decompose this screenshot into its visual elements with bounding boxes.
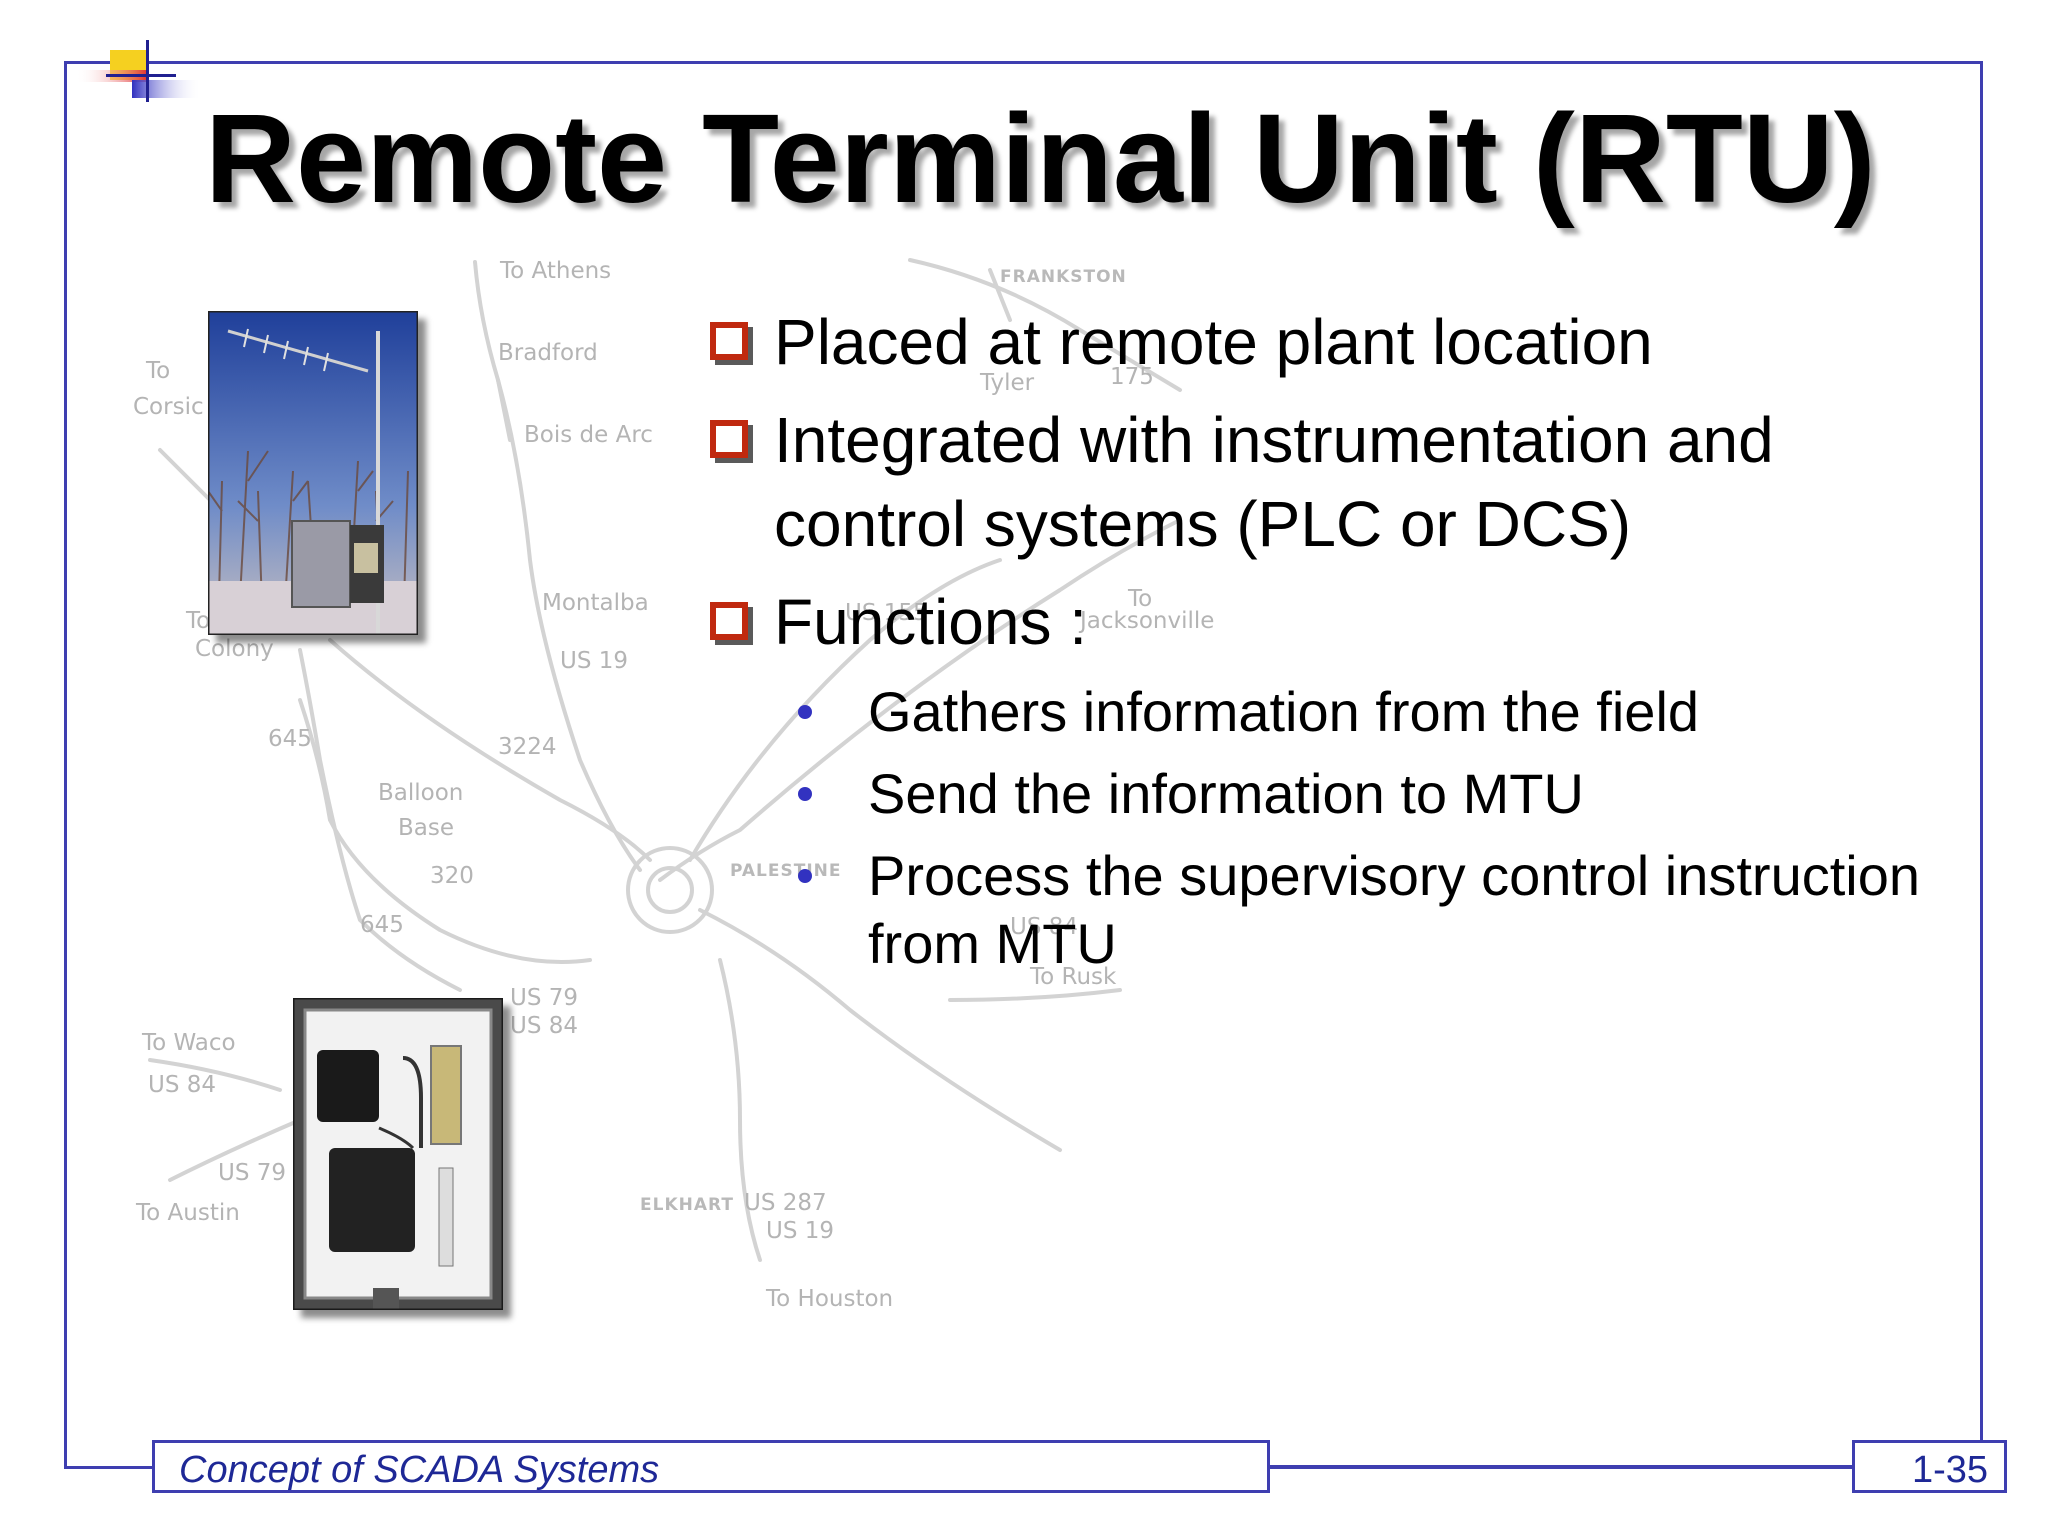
- checkbox-icon: [710, 322, 748, 360]
- map-label: 320: [430, 863, 474, 889]
- page-number: 1-35: [1911, 1449, 1988, 1491]
- map-label: To: [145, 358, 170, 384]
- footer-divider: [1270, 1465, 1852, 1468]
- map-label: 175: [1110, 364, 1154, 390]
- map-label: Bois de Arc: [524, 422, 653, 448]
- map-label: Jacksonville: [1078, 608, 1214, 634]
- map-label: To: [185, 608, 210, 634]
- map-label: US 287: [744, 1190, 827, 1216]
- sub-bullet-item: Process the supervisory control instruct…: [798, 842, 1940, 978]
- map-label: FRANKSTON: [1000, 267, 1127, 287]
- sub-bullet-text: Gathers information from the field: [868, 680, 1700, 743]
- map-label: US 84: [510, 1013, 578, 1039]
- bullet-item: Functions :: [710, 580, 1940, 664]
- bullet-text: Placed at remote plant location: [774, 306, 1653, 378]
- footer-title: Concept of SCADA Systems: [179, 1449, 660, 1491]
- checkbox-icon: [710, 602, 748, 640]
- map-label: US 79: [510, 985, 578, 1011]
- sub-bullet-text: Process the supervisory control instruct…: [868, 844, 1920, 975]
- map-label: US 84: [148, 1072, 216, 1098]
- map-label: 645: [360, 912, 404, 938]
- map-label: To Rusk: [1029, 964, 1117, 990]
- bullet-list: Placed at remote plant location Integrat…: [710, 300, 1940, 992]
- bullet-text: Integrated with instrumentation and cont…: [774, 404, 1774, 560]
- rtu-cabinet-photo: [293, 998, 503, 1310]
- map-label: 3224: [498, 734, 557, 760]
- map-label: US 19: [560, 648, 628, 674]
- map-label: US 19: [766, 1218, 834, 1244]
- map-label: US 79: [218, 1160, 286, 1186]
- map-label: US 84: [1010, 914, 1078, 940]
- bullet-item: Integrated with instrumentation and cont…: [710, 398, 1940, 566]
- footer-title-box: Concept of SCADA Systems: [152, 1440, 1270, 1493]
- map-label: US 155: [845, 600, 928, 626]
- map-label: Corsic: [133, 394, 204, 420]
- map-label: To Houston: [765, 1286, 893, 1312]
- map-label: To: [1127, 586, 1152, 612]
- dot-icon: [798, 705, 812, 719]
- sub-bullet-text: Send the information to MTU: [868, 762, 1584, 825]
- map-label: Balloon: [378, 780, 463, 806]
- bullet-item: Placed at remote plant location: [710, 300, 1940, 384]
- map-label: PALESTINE: [730, 861, 842, 881]
- slide-corner-logo: [76, 40, 201, 102]
- map-label: Base: [398, 815, 454, 841]
- dot-icon: [798, 787, 812, 801]
- map-label: Montalba: [542, 590, 649, 616]
- dot-icon: [798, 869, 812, 883]
- map-label: 645: [268, 726, 312, 752]
- map-label: To Waco: [141, 1030, 236, 1056]
- page-number-box: 1-35: [1852, 1440, 2007, 1493]
- map-label: Tyler: [979, 370, 1035, 396]
- sub-bullet-item: Gathers information from the field: [798, 678, 1940, 746]
- map-label: Bradford: [498, 340, 598, 366]
- map-label: To Athens: [499, 258, 611, 284]
- bullet-text: Functions :: [774, 586, 1088, 658]
- sub-bullet-item: Send the information to MTU: [798, 760, 1940, 828]
- map-label: To Austin: [135, 1200, 240, 1226]
- map-label: Colony: [195, 636, 274, 662]
- rtu-antenna-photo: [208, 311, 418, 635]
- map-label: ELKHART: [640, 1195, 734, 1215]
- checkbox-icon: [710, 420, 748, 458]
- slide-title: Remote Terminal Unit (RTU): [205, 88, 1876, 229]
